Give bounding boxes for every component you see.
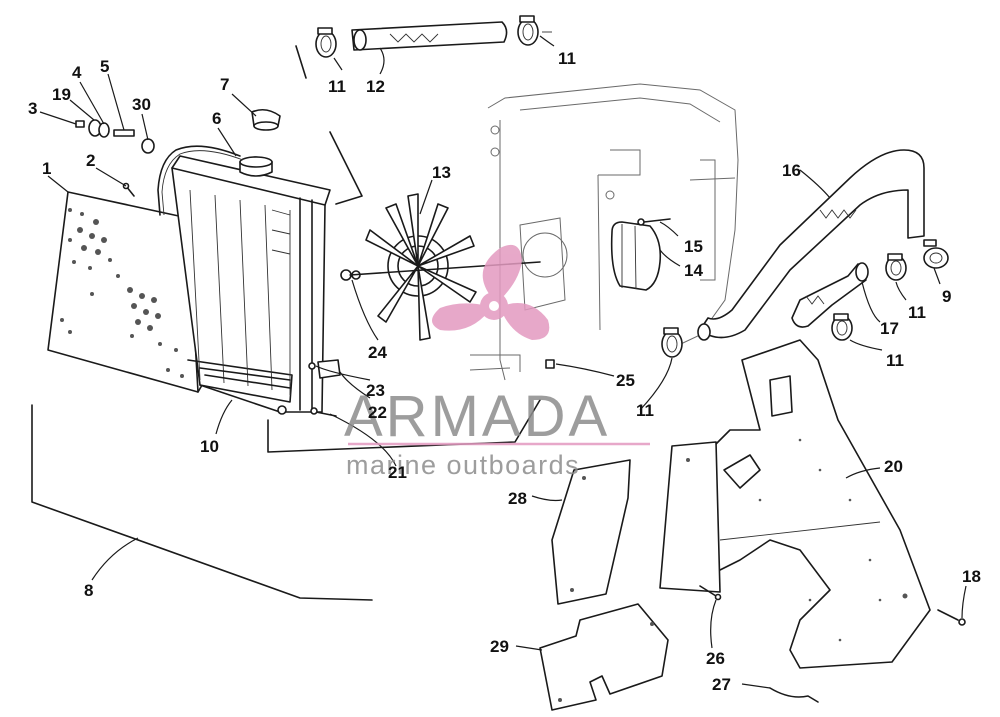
cooling-fan-13 — [349, 193, 541, 341]
hose-clamp-11a — [315, 27, 337, 58]
lower-shroud-10 — [199, 367, 291, 389]
callout-21: 21 — [388, 463, 407, 482]
watermark: ARMADA marine outboards — [344, 244, 650, 480]
radiator-cap-7 — [251, 108, 281, 131]
callout-17: 17 — [880, 319, 899, 338]
callout-16: 16 — [782, 161, 801, 180]
water-pump-housing — [610, 221, 662, 291]
panel-29 — [539, 603, 669, 711]
callout-2: 2 — [86, 151, 95, 170]
cable-tie-27 — [769, 687, 819, 703]
callout-13: 13 — [432, 163, 451, 182]
callout-25: 25 — [616, 371, 635, 390]
heat-shield-20 — [699, 339, 931, 669]
callout-6: 6 — [212, 109, 221, 128]
grille-holes — [60, 208, 184, 378]
side-panel — [659, 441, 721, 593]
callout-19: 19 — [52, 85, 71, 104]
callout-18: 18 — [962, 567, 981, 586]
callout-11b: 11 — [558, 49, 576, 68]
callout-24: 24 — [368, 343, 387, 362]
callout-29: 29 — [490, 637, 509, 656]
callout-14: 14 — [684, 261, 703, 280]
upper-hose-12 — [351, 21, 508, 51]
hose-clamp-11c — [661, 327, 683, 358]
callout-11d: 11 — [908, 303, 926, 322]
spacer-5 — [113, 129, 135, 137]
callout-27: 27 — [712, 675, 731, 694]
callout-22: 22 — [368, 403, 387, 422]
hose-clamp-9 — [923, 239, 949, 269]
callout-10: 10 — [200, 437, 219, 456]
callout-23: 23 — [366, 381, 385, 400]
hose-clamp-11b — [517, 15, 552, 46]
callout-20: 20 — [884, 457, 903, 476]
watermark-title: ARMADA — [344, 384, 610, 449]
bolt-3 — [75, 120, 85, 128]
screw-26 — [699, 585, 722, 601]
callout-3: 3 — [28, 99, 37, 118]
hose-clamp-11d — [885, 253, 907, 281]
callout-labels: 1 2 3 4 5 6 7 8 9 10 11 11 11 11 11 12 1… — [28, 49, 981, 694]
nut-30 — [141, 138, 155, 154]
filler-neck — [239, 156, 273, 177]
callout-11e: 11 — [886, 351, 904, 370]
grommet-4 — [98, 122, 110, 138]
overflow-pipe — [157, 145, 244, 216]
nut-25 — [545, 359, 555, 369]
callout-30: 30 — [132, 95, 151, 114]
hose-clamp-11e — [831, 313, 853, 341]
bracket-22 — [317, 359, 341, 379]
leader-lines — [39, 35, 967, 689]
callout-7: 7 — [220, 75, 229, 94]
lower-hose-16 — [697, 149, 925, 341]
callout-28: 28 — [508, 489, 527, 508]
panel-28 — [551, 459, 631, 605]
armada-logo-icon — [432, 244, 550, 340]
callout-11a: 11 — [328, 77, 346, 96]
engine-block-outline — [469, 83, 739, 381]
radiator-core — [171, 155, 331, 415]
callout-9: 9 — [942, 287, 951, 306]
base-panel-8 — [31, 45, 541, 601]
bolt-15 — [637, 218, 671, 226]
callout-5: 5 — [100, 57, 109, 76]
callout-26: 26 — [706, 649, 725, 668]
callout-8: 8 — [84, 581, 93, 600]
callout-4: 4 — [72, 63, 82, 82]
watermark-subtitle: marine outboards — [346, 450, 580, 480]
screw-18 — [937, 609, 966, 626]
callout-15: 15 — [684, 237, 703, 256]
callout-1: 1 — [42, 159, 51, 178]
hose-17 — [791, 262, 869, 328]
callout-11c: 11 — [636, 401, 654, 420]
washer-23 — [308, 362, 316, 370]
callout-12: 12 — [366, 77, 385, 96]
